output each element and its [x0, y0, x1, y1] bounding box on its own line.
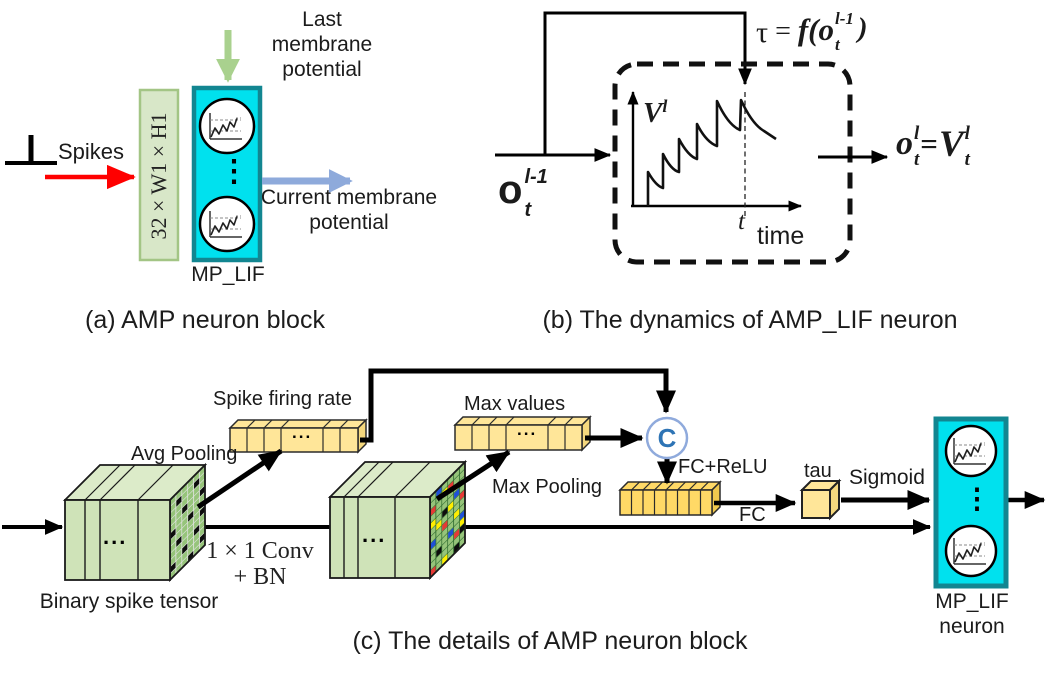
panel-b-graphics — [495, 11, 889, 265]
panel-a-graphics — [5, 30, 353, 263]
spike-firing-rate-vector — [228, 418, 368, 454]
bn-label: + BN — [233, 564, 287, 590]
avg-pooling-arrow — [196, 448, 283, 510]
max-pooling-arrow — [435, 449, 511, 502]
fc-relu-label: FC+ReLU — [678, 456, 768, 478]
weight-tensor-box — [138, 88, 180, 262]
neuron-dots-c: ⋮ — [963, 483, 991, 514]
binary-spike-tensor-label: Binary spike tensor — [39, 590, 219, 613]
input-activation-label: o l-1 t — [498, 166, 548, 221]
caption-c: (c) The details of AMP neuron block — [352, 627, 748, 655]
t-tick-label: t — [738, 208, 745, 235]
firing-rate-to-concat-path — [360, 368, 676, 443]
max-values-label: Max values — [464, 393, 566, 415]
current-membrane-label: Current membrane potential — [260, 186, 438, 234]
binary-spike-tensor-cube — [62, 462, 208, 583]
binary-spike-dots — [170, 478, 205, 573]
max-values-vector — [453, 415, 592, 452]
max-bar-dots: ... — [517, 420, 538, 439]
max-pooling-label: Max Pooling — [492, 476, 603, 498]
spikes-label: Spikes — [58, 139, 125, 164]
mp-lif-box-c — [933, 416, 1009, 589]
conv-label: 1 × 1 Conv — [206, 538, 314, 564]
spike-bar-dots: ... — [292, 423, 313, 442]
concat-node — [645, 416, 689, 460]
mp-lif-label-c: MP_LIF — [935, 590, 1009, 613]
fc-relu-vector — [618, 480, 722, 517]
weight-tensor-label: 32 × W1 × H1 — [146, 112, 172, 240]
neuron-dots-a: ⋮ — [219, 155, 249, 188]
cube2-dots: ... — [362, 522, 387, 547]
membrane-potential-trace — [646, 98, 777, 206]
caption-a: (a) AMP neuron block — [85, 306, 325, 334]
spike-firing-rate-label: Spike firing rate — [213, 388, 352, 410]
tau-cube — [799, 478, 842, 521]
concat-label: C — [657, 423, 677, 453]
tau-formula: τ = f( o l-1 t ) — [756, 9, 868, 54]
avg-pooling-label: Avg Pooling — [131, 443, 238, 465]
mp-lif-label-a: MP_LIF — [191, 263, 265, 286]
tau-feedback-path — [543, 11, 752, 155]
time-axis-label: time — [757, 222, 805, 250]
last-membrane-label: Last membrane potential — [271, 8, 373, 81]
neuron-label-c: neuron — [939, 615, 1005, 638]
neuron-dynamics-box — [612, 61, 853, 265]
cube1-dots: ... — [103, 524, 128, 549]
v-axis-label: Vl — [643, 96, 668, 129]
panel-c-arrows — [196, 368, 1046, 512]
fc-label: FC — [739, 504, 766, 526]
tau-label: tau — [804, 460, 832, 482]
conv-feature-cube — [327, 459, 468, 581]
caption-b: (b) The dynamics of AMP_LIF neuron — [542, 306, 958, 334]
sigmoid-label: Sigmoid — [849, 466, 925, 489]
